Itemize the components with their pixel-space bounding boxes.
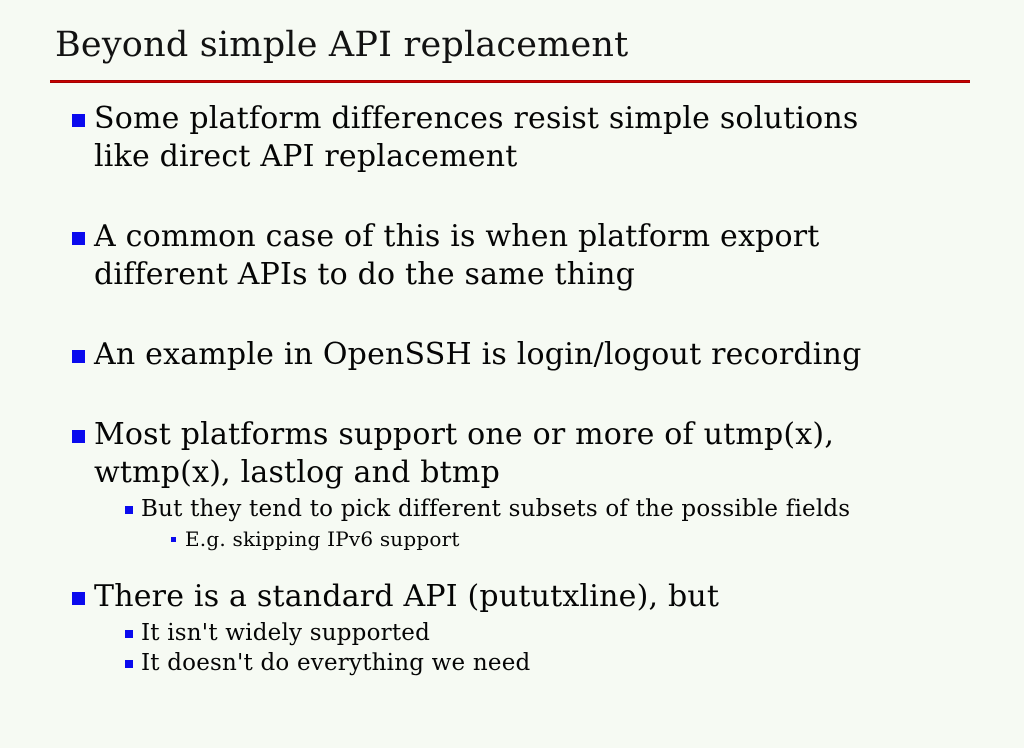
bullet-text: There is a standard API (pututxline), bu… [94, 579, 720, 614]
sub-bullet-item: It isn't widely supported [125, 618, 1024, 648]
slide-title: Beyond simple API replacement [55, 25, 629, 65]
bullet-square-icon [72, 592, 85, 605]
sub-bullet-item: It doesn't do everything we need [125, 648, 1024, 678]
bullet-text: E.g. skipping IPv6 support [185, 527, 460, 551]
bullet-text: An example in OpenSSH is login/logout re… [94, 337, 862, 372]
bullet-item: An example in OpenSSH is login/logout re… [72, 336, 1024, 374]
title-underline-rule [50, 80, 970, 83]
bullet-square-icon [72, 114, 85, 127]
sub-sub-bullet-item: E.g. skipping IPv6 support [171, 526, 1024, 553]
bullet-list: Some platform differences resist simple … [0, 100, 1024, 678]
bullet-text: Some platform differences resist simple … [94, 101, 859, 174]
bullet-square-icon [125, 660, 133, 668]
bullet-square-icon [72, 350, 85, 363]
bullet-item: A common case of this is when platform e… [72, 218, 1024, 294]
bullet-square-icon [171, 537, 176, 542]
bullet-square-icon [72, 430, 85, 443]
bullet-item: There is a standard API (pututxline), bu… [72, 578, 1024, 616]
bullet-text: It doesn't do everything we need [141, 650, 531, 676]
bullet-square-icon [125, 630, 133, 638]
bullet-item: Most platforms support one or more of ut… [72, 416, 1024, 492]
bullet-text: Most platforms support one or more of ut… [94, 417, 835, 490]
bullet-text: It isn't widely supported [141, 620, 431, 646]
sub-bullet-item: But they tend to pick different subsets … [125, 494, 1024, 524]
bullet-square-icon [125, 506, 133, 514]
bullet-text: But they tend to pick different subsets … [141, 496, 851, 522]
bullet-square-icon [72, 232, 85, 245]
bullet-text: A common case of this is when platform e… [94, 219, 820, 292]
presentation-slide: Beyond simple API replacement Some platf… [0, 24, 1024, 748]
bullet-item: Some platform differences resist simple … [72, 100, 1024, 176]
